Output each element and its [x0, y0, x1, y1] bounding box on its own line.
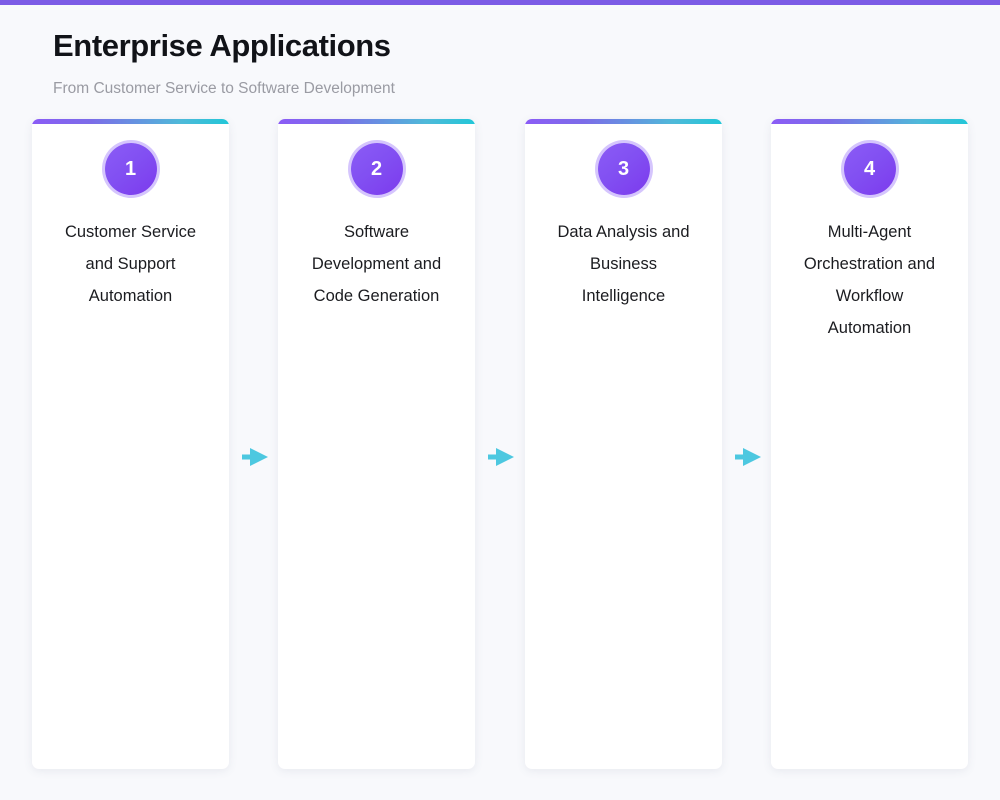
card-content: 1 Customer Service and Support Automatio… [32, 124, 229, 312]
page-subtitle: From Customer Service to Software Develo… [53, 80, 395, 97]
cards-row: 1 Customer Service and Support Automatio… [32, 119, 968, 769]
step-title: Multi-Agent Orchestration and Workflow A… [803, 223, 936, 337]
step-number-label: 2 [370, 158, 383, 180]
arrow-right-icon [735, 445, 765, 469]
step-card-1[interactable]: 1 Customer Service and Support Automatio… [32, 119, 229, 769]
step-number-label: 1 [124, 158, 137, 180]
header: Enterprise Applications From Customer Se… [53, 30, 395, 97]
card-content: 3 Data Analysis and Business Intelligenc… [525, 124, 722, 312]
arrow-right-icon [242, 445, 272, 469]
step-card-3[interactable]: 3 Data Analysis and Business Intelligenc… [525, 119, 722, 769]
card-accent-bar [278, 119, 475, 124]
step-title: Software Development and Code Generation [311, 223, 442, 305]
step-card-2[interactable]: 2 Software Development and Code Generati… [278, 119, 475, 769]
card-accent-bar [525, 119, 722, 124]
card-accent-bar [771, 119, 968, 124]
arrow-right-icon [488, 445, 518, 469]
step-number-badge: 2 [350, 143, 403, 195]
step-title: Data Analysis and Business Intelligence [557, 223, 690, 305]
card-content: 2 Software Development and Code Generati… [278, 124, 475, 312]
card-accent-bar [32, 119, 229, 124]
step-number-label: 4 [863, 158, 876, 180]
step-number-label: 3 [617, 158, 630, 180]
page-title: Enterprise Applications [53, 28, 391, 63]
step-number-badge: 1 [104, 143, 157, 195]
step-title: Customer Service and Support Automation [64, 223, 197, 305]
card-content: 4 Multi-Agent Orchestration and Workflow… [771, 124, 968, 344]
step-card-4[interactable]: 4 Multi-Agent Orchestration and Workflow… [771, 119, 968, 769]
top-accent-bar [0, 0, 1000, 5]
step-number-badge: 4 [843, 143, 896, 195]
step-number-badge: 3 [597, 143, 650, 195]
